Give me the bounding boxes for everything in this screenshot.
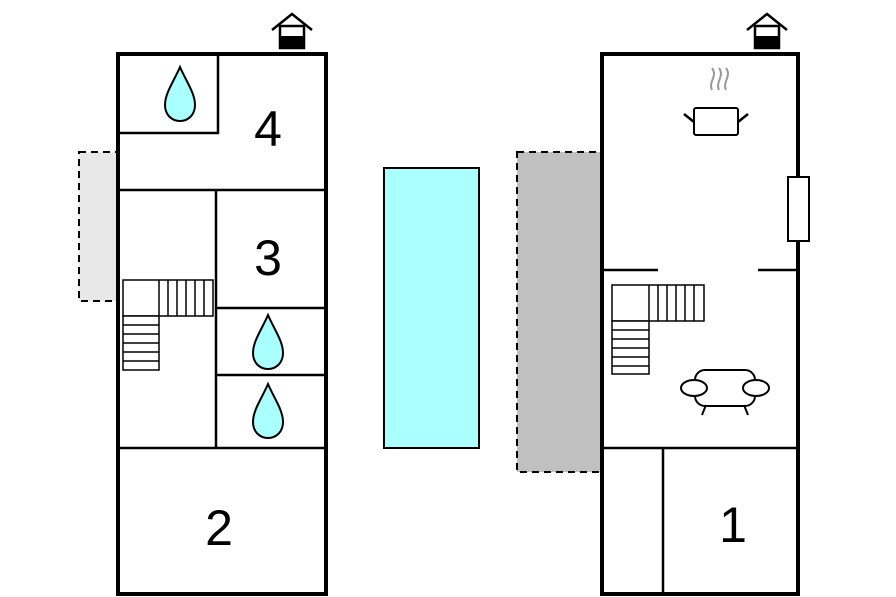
- room-label-3: 3: [254, 230, 282, 286]
- room-label-2: 2: [205, 500, 233, 556]
- swimming-pool: [383, 167, 480, 449]
- ground-floor-plan: 1: [516, 12, 810, 596]
- sofa-icon: [680, 369, 770, 416]
- cooking-pot-icon: [683, 67, 749, 136]
- room-label-1: 1: [719, 497, 747, 553]
- terrace-area: [516, 151, 603, 473]
- stairs-icon: [611, 284, 705, 375]
- bathroom-upper: [116, 52, 220, 135]
- stairs-icon: [122, 279, 214, 371]
- window-icon: [787, 176, 810, 242]
- room-label-4: 4: [254, 101, 282, 157]
- upper-floor-plan: 4 3 2: [78, 12, 328, 596]
- house-icon: [745, 12, 789, 50]
- balcony-area: [78, 151, 118, 302]
- house-icon: [270, 12, 314, 50]
